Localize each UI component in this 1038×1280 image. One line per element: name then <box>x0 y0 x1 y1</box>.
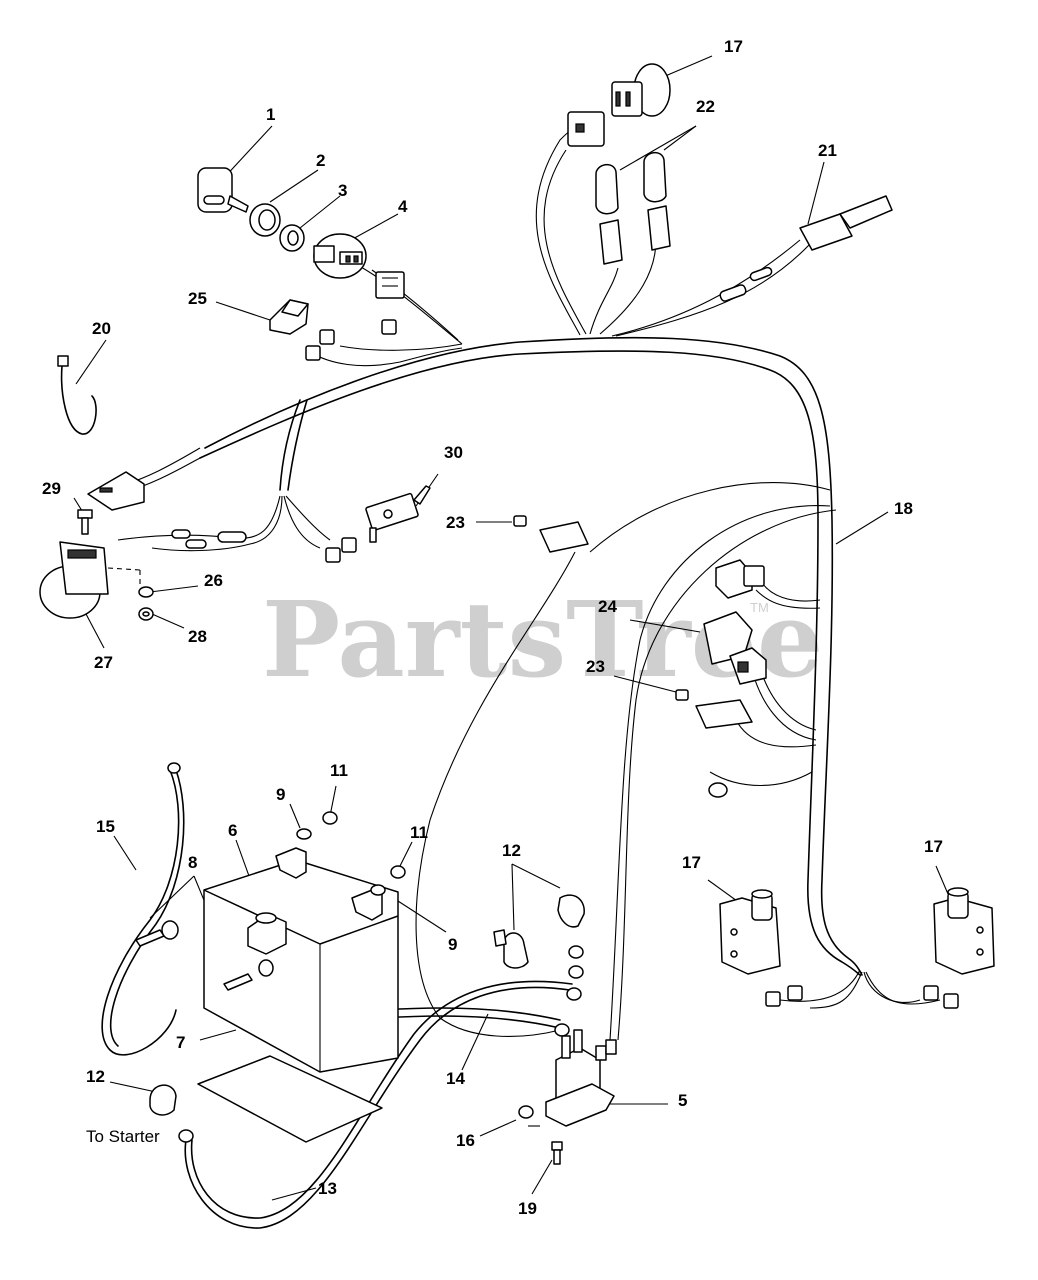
ignition-key <box>197 167 249 213</box>
bolt-29 <box>77 509 93 535</box>
battery-bolts <box>135 920 274 991</box>
nut-16 <box>518 1105 534 1119</box>
label-13: 13 <box>318 1179 337 1198</box>
label-16: 16 <box>456 1131 475 1150</box>
label-20: 20 <box>92 319 111 338</box>
label-22: 22 <box>696 97 715 116</box>
label-29: 29 <box>42 479 61 498</box>
light-bracket-17-right <box>933 887 995 975</box>
terminal-boots <box>595 151 671 265</box>
label-12a: 12 <box>502 841 521 860</box>
rocker-switch <box>269 299 309 335</box>
light-bracket-17-left <box>719 889 781 975</box>
label-9b: 9 <box>448 935 457 954</box>
label-11b: 11 <box>410 823 428 842</box>
battery-terminal-cover <box>247 912 287 955</box>
fuse-holder <box>719 195 893 302</box>
battery-tray <box>197 1055 383 1143</box>
relay <box>703 559 767 685</box>
seat-switch <box>39 541 141 619</box>
label-23a: 23 <box>446 513 465 532</box>
label-21: 21 <box>818 141 837 160</box>
label-24: 24 <box>598 597 617 616</box>
ignition-bezel-ring <box>249 203 281 237</box>
label-14: 14 <box>446 1069 465 1088</box>
label-2: 2 <box>316 151 325 170</box>
harness-terminals-lower-right <box>765 985 959 1009</box>
fuse-23-lower <box>675 689 753 729</box>
to-starter-annotation: To Starter <box>86 1127 160 1146</box>
bullet-connectors <box>171 529 247 549</box>
label-9a: 9 <box>276 785 285 804</box>
nuts-washers-center <box>568 945 584 979</box>
fuse-23-upper <box>513 515 589 553</box>
label-27: 27 <box>94 653 113 672</box>
interlock-micro-switch <box>365 485 431 543</box>
label-12b: 12 <box>86 1067 105 1086</box>
washer-26 <box>138 586 154 598</box>
label-18: 18 <box>894 499 913 518</box>
label-5: 5 <box>678 1091 687 1110</box>
label-19: 19 <box>518 1199 537 1218</box>
starter-solenoid <box>545 1029 617 1127</box>
harness-terminals-top-left <box>305 319 397 361</box>
wire-tie <box>57 355 97 435</box>
label-23b: 23 <box>586 657 605 676</box>
ring-terminal <box>708 782 728 798</box>
nuts-11 <box>322 811 406 879</box>
bolt-19 <box>551 1141 563 1165</box>
part-labels: 1 2 3 4 5 6 7 8 9 9 11 11 12 12 13 14 15… <box>42 37 943 1218</box>
label-17b: 17 <box>682 853 701 872</box>
harness-terminals-mid <box>325 537 357 563</box>
label-8: 8 <box>188 853 197 872</box>
washers-9 <box>296 828 386 896</box>
seat-switch-connector <box>87 471 145 511</box>
battery <box>203 847 399 1073</box>
label-11a: 11 <box>330 761 348 780</box>
cable-ring-ends <box>167 762 582 1143</box>
label-1: 1 <box>266 105 275 124</box>
ignition-switch <box>313 233 405 299</box>
label-15: 15 <box>96 817 115 836</box>
label-4: 4 <box>398 197 408 216</box>
label-6: 6 <box>228 821 237 840</box>
label-25: 25 <box>188 289 207 308</box>
light-socket-top <box>567 63 671 147</box>
label-17a: 17 <box>724 37 743 56</box>
ignition-nut <box>279 224 305 252</box>
label-7: 7 <box>176 1033 185 1052</box>
label-26: 26 <box>204 571 223 590</box>
nut-28 <box>138 607 154 621</box>
label-17c: 17 <box>924 837 943 856</box>
label-28: 28 <box>188 627 207 646</box>
battery-terminal-boots <box>149 894 585 1116</box>
label-30: 30 <box>444 443 463 462</box>
watermark-trademark: TM <box>750 600 769 615</box>
label-3: 3 <box>338 181 347 200</box>
